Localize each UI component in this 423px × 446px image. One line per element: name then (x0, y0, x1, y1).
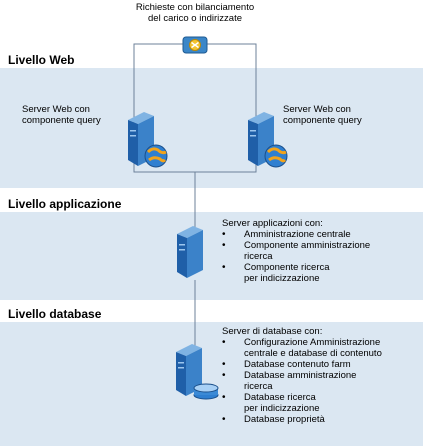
web-tier-band (0, 68, 423, 188)
db-tier-item: Database ricerca per indicizzazione (222, 392, 420, 414)
app-item-line: Componente ricerca (244, 262, 330, 273)
database-server-icon (176, 344, 219, 400)
top-note: Richieste con bilanciamento del carico o… (110, 2, 280, 24)
app-tier-title: Livello applicazione (8, 197, 122, 211)
web-server-globe-icon (248, 112, 288, 168)
db-tier-description: Server di database con: Configurazione A… (222, 326, 420, 425)
db-tier-item: Configurazione Amministrazione centrale … (222, 337, 420, 359)
web-left-label-line1: Server Web con (22, 104, 90, 115)
top-note-line1: Richieste con bilanciamento (135, 2, 255, 13)
app-item-line: Componente amministrazione (244, 240, 371, 251)
db-item-line: Database proprietà (244, 414, 325, 425)
application-server-icon (177, 226, 203, 278)
db-tier-title: Livello database (8, 307, 102, 321)
web-left-label-line2: componente query (22, 115, 101, 126)
app-tier-item: Amministrazione centrale (222, 229, 420, 240)
web-right-label: Server Web con componente query (283, 104, 403, 126)
db-item-line: per indicizzazione (244, 403, 320, 414)
app-item-line: per indicizzazione (244, 273, 320, 284)
db-item-line: Database ricerca (244, 392, 316, 403)
db-tier-list: Configurazione Amministrazione centrale … (222, 337, 420, 425)
app-tier-description: Server applicazioni con: Amministrazione… (222, 218, 420, 284)
db-item-line: ricerca (244, 381, 273, 392)
db-item-line: centrale e database di contenuto (244, 348, 382, 359)
load-balancer-icon (182, 36, 208, 54)
db-item-line: Configurazione Amministrazione (244, 337, 381, 348)
web-left-label: Server Web con componente query (22, 104, 132, 126)
app-tier-heading: Server applicazioni con: (222, 218, 323, 229)
top-note-line2: del carico o indirizzate (148, 13, 242, 24)
web-right-label-line1: Server Web con (283, 104, 351, 115)
db-tier-item: Database contenuto farm (222, 359, 420, 370)
app-item-line: ricerca (244, 251, 273, 262)
db-tier-item: Database amministrazione ricerca (222, 370, 420, 392)
app-tier-list: Amministrazione centrale Componente ammi… (222, 229, 420, 284)
db-tier-item: Database proprietà (222, 414, 420, 425)
app-tier-item: Componente amministrazione ricerca (222, 240, 420, 262)
web-tier-title: Livello Web (8, 53, 75, 67)
db-item-line: Database contenuto farm (244, 359, 351, 370)
web-right-label-line2: componente query (283, 115, 362, 126)
app-item-line: Amministrazione centrale (244, 229, 351, 240)
app-tier-item: Componente ricerca per indicizzazione (222, 262, 420, 284)
web-server-globe-icon (128, 112, 168, 168)
db-item-line: Database amministrazione (244, 370, 357, 381)
db-tier-heading: Server di database con: (222, 326, 323, 337)
